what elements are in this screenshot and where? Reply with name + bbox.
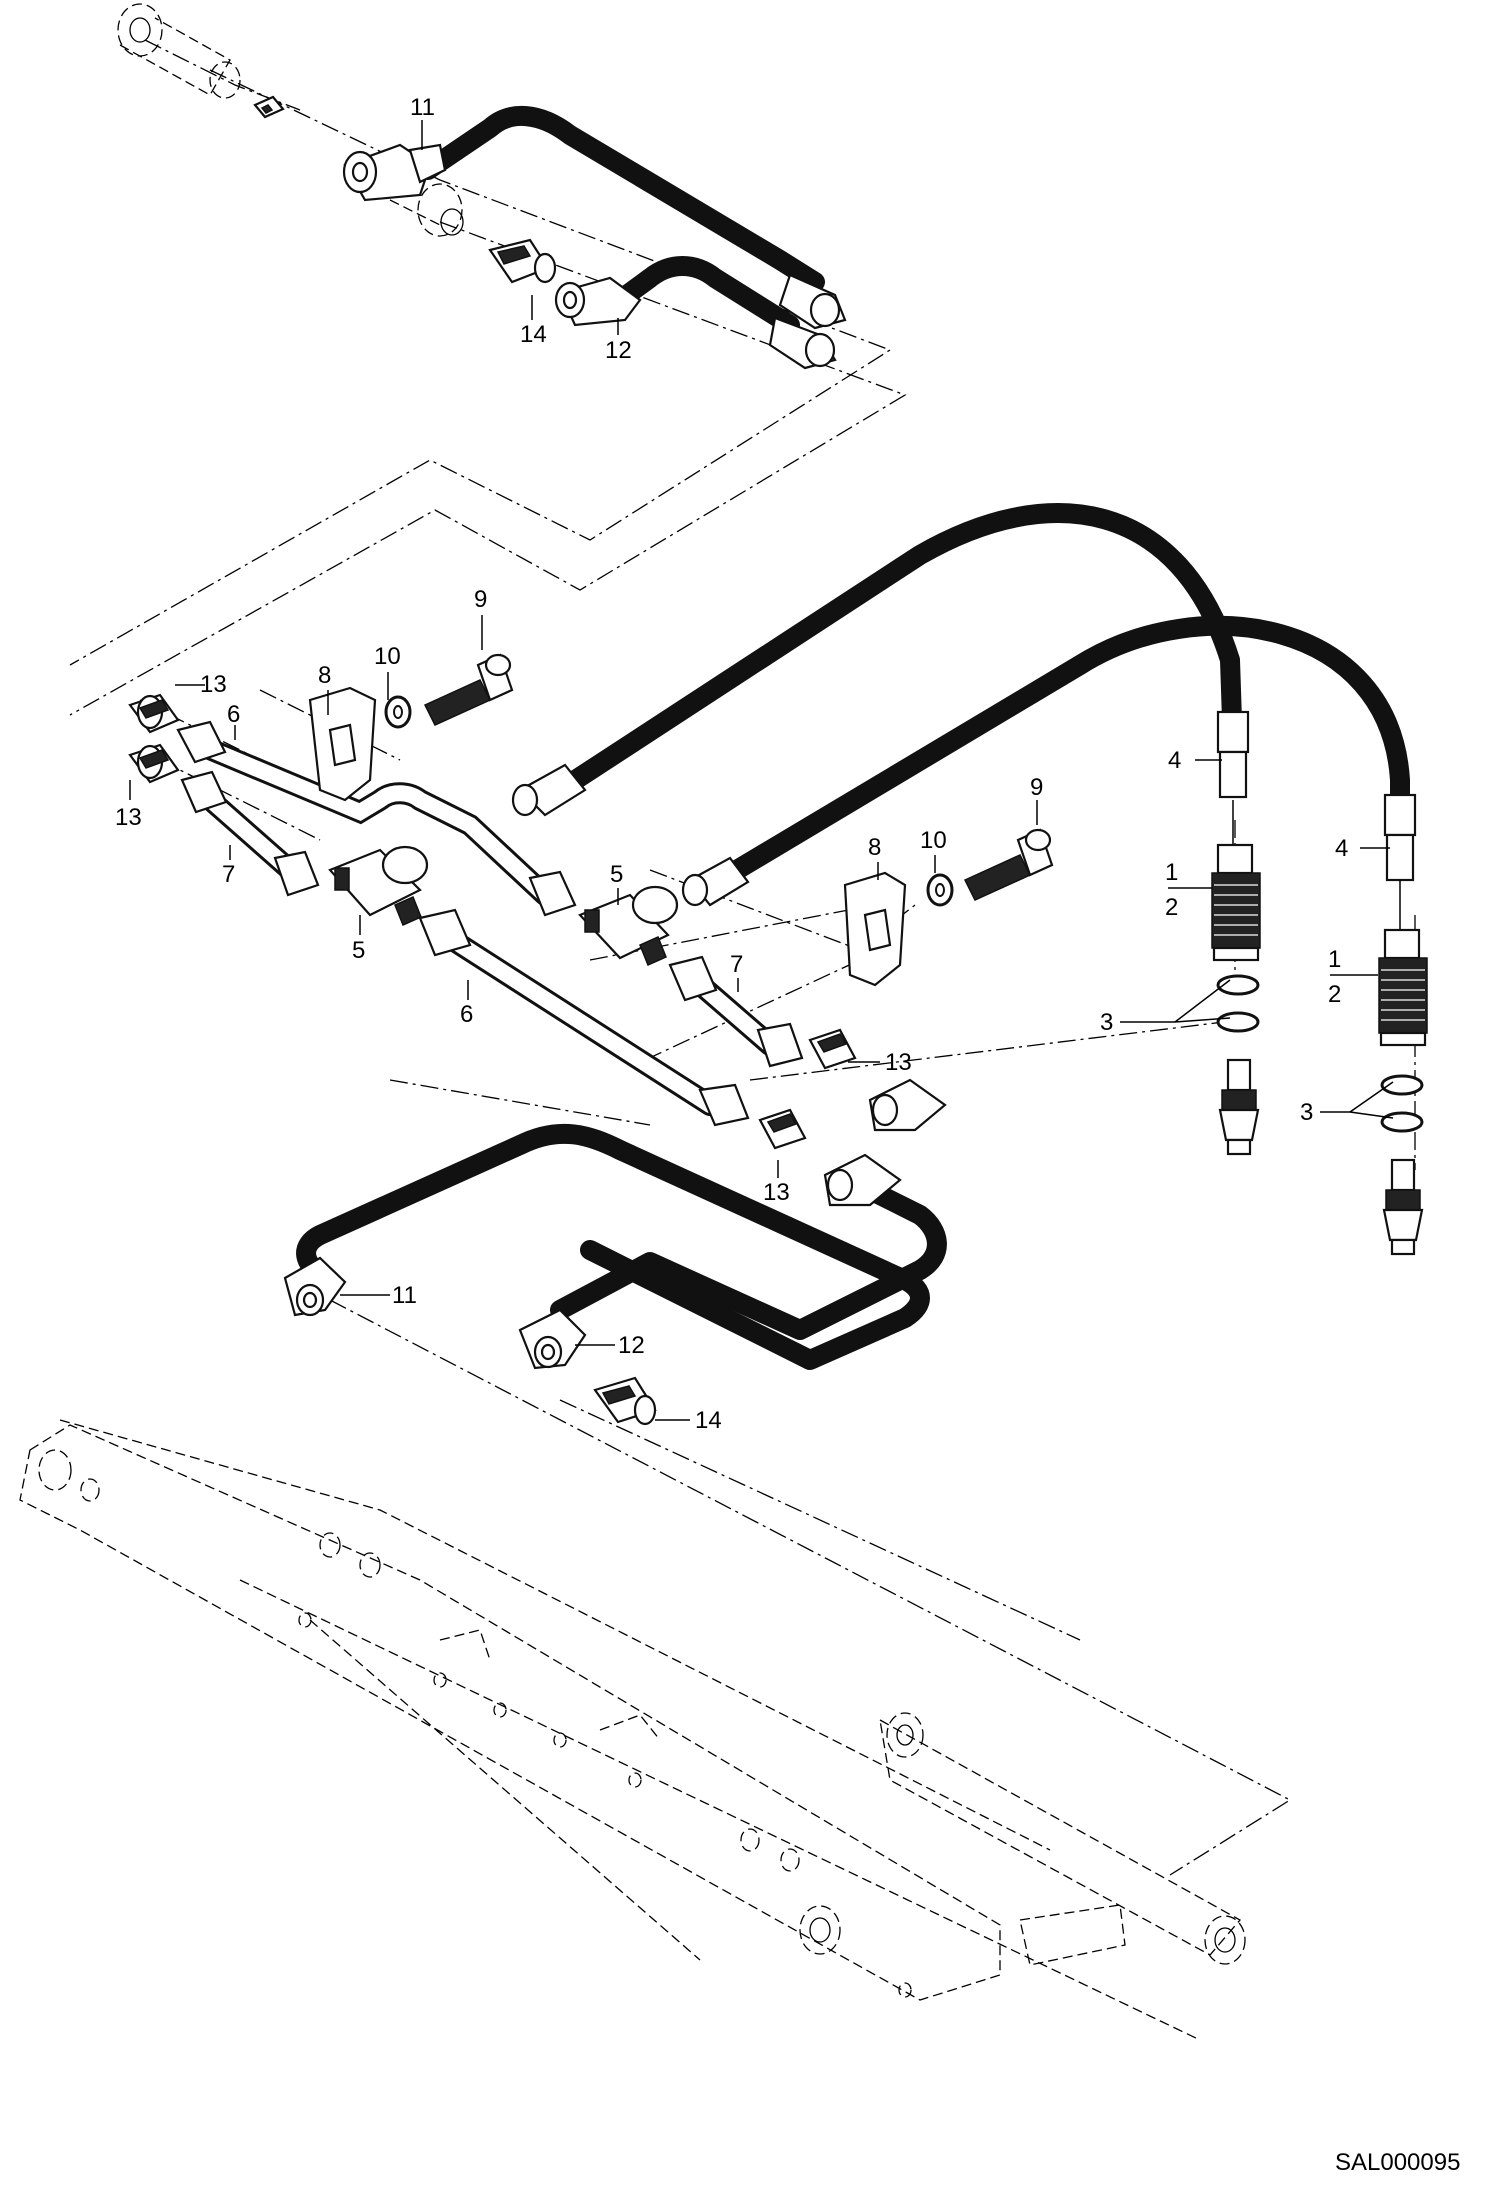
adapters-13-right xyxy=(758,1028,857,1150)
callout-8-right: 8 xyxy=(868,834,881,861)
elbow-union-5-right xyxy=(578,885,679,967)
callout-11-bottom: 11 xyxy=(392,1282,417,1309)
clamp-8-right xyxy=(843,871,907,987)
callout-13-right-bottom: 13 xyxy=(763,1179,790,1206)
callout-5-right: 5 xyxy=(610,861,623,888)
pipe-6-lower xyxy=(418,908,750,1127)
callout-7-upper: 7 xyxy=(222,861,235,888)
callout-2-right: 2 xyxy=(1328,981,1341,1008)
long-hose-ends xyxy=(511,763,750,907)
leader-lines xyxy=(129,120,1394,1421)
hose-crimp-4-right xyxy=(1383,793,1417,930)
callout-10-right: 10 xyxy=(920,827,947,854)
callout-labels: 11 14 12 9 10 8 13 13 6 7 5 6 5 7 13 13 … xyxy=(115,94,1348,1434)
washer-10-left xyxy=(384,695,412,729)
hose-crimp-4-left xyxy=(1216,710,1250,845)
callout-13-left-top: 13 xyxy=(200,671,227,698)
callout-13-right-top: 13 xyxy=(885,1049,912,1076)
callout-4-right: 4 xyxy=(1335,835,1348,862)
callout-7-lower: 7 xyxy=(730,951,743,978)
upper-hose-11 xyxy=(342,106,847,330)
callout-3-right: 3 xyxy=(1300,1099,1313,1126)
callout-5-left: 5 xyxy=(352,937,365,964)
lower-adapter-14 xyxy=(593,1376,657,1426)
nipple-right xyxy=(1382,1158,1424,1256)
long-hoses xyxy=(550,503,1410,890)
quick-coupling-left xyxy=(1211,843,1261,962)
callout-1-left: 1 xyxy=(1165,859,1178,886)
callout-14-bottom: 14 xyxy=(695,1407,722,1434)
callout-12-bottom: 12 xyxy=(618,1332,645,1359)
washer-10-right xyxy=(926,873,954,907)
callout-9-right: 9 xyxy=(1030,774,1043,801)
small-plug xyxy=(253,95,285,119)
callout-11-top: 11 xyxy=(410,94,435,121)
lower-hose-11 xyxy=(283,1123,930,1370)
elbow-union-5-left xyxy=(328,845,429,927)
callout-12-top: 12 xyxy=(605,337,632,364)
callout-9-left: 9 xyxy=(474,586,487,613)
o-rings-right xyxy=(1380,1074,1424,1133)
bolt-9-left xyxy=(423,653,514,726)
callout-2-left: 2 xyxy=(1165,894,1178,921)
callout-1-right: 1 xyxy=(1328,946,1341,973)
pipe-7-upper xyxy=(180,770,320,897)
upper-boom-ghost xyxy=(117,3,464,237)
bolt-9-right xyxy=(963,828,1054,901)
quick-coupling-right xyxy=(1378,928,1428,1047)
drawing-code: SAL000095 xyxy=(1335,2149,1460,2176)
boom-ghost xyxy=(19,1419,1246,2041)
callout-3-left: 3 xyxy=(1100,1009,1113,1036)
adapters-13-left xyxy=(128,693,180,784)
callout-14-top: 14 xyxy=(520,321,547,348)
pipe-7-lower xyxy=(668,955,804,1068)
clamp-8-left xyxy=(308,686,377,802)
callout-10-left: 10 xyxy=(374,643,401,670)
upper-hose-12 xyxy=(554,256,837,370)
pipe-6-upper xyxy=(176,720,577,917)
nipple-left xyxy=(1218,1058,1260,1156)
callout-13-left-bottom: 13 xyxy=(115,804,142,831)
lower-hose-ends xyxy=(823,1078,947,1207)
callout-8-left: 8 xyxy=(318,662,331,689)
callout-6-upper: 6 xyxy=(227,701,240,728)
callout-4-left: 4 xyxy=(1168,747,1181,774)
lower-hose-12 xyxy=(518,1180,947,1370)
callout-6-lower: 6 xyxy=(460,1001,473,1028)
upper-adapter-14 xyxy=(488,238,557,284)
